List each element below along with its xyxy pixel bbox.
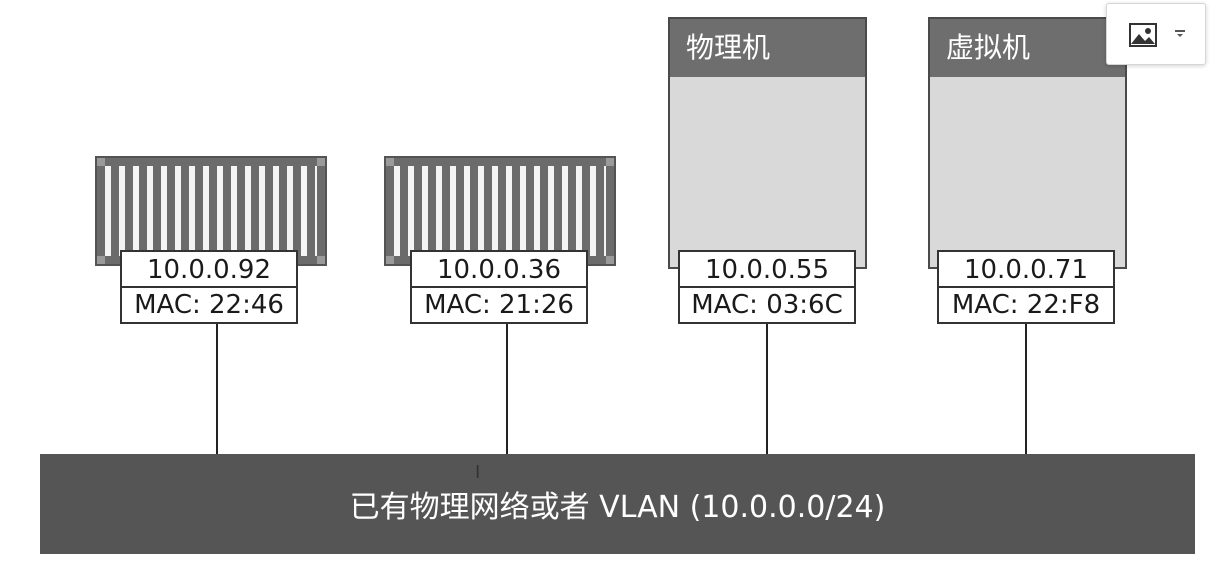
physical-machine-title: 物理机 <box>670 19 865 77</box>
network-bar: 已有物理网络或者 VLAN (10.0.0.0/24) <box>40 454 1195 554</box>
mac-address: MAC: 21:26 <box>410 286 588 324</box>
ip-address: 10.0.0.55 <box>678 250 856 288</box>
mac-address: MAC: 22:F8 <box>937 286 1115 324</box>
mac-address: MAC: 22:46 <box>120 286 298 324</box>
network-label: 已有物理网络或者 VLAN (10.0.0.0/24) <box>349 490 886 525</box>
link-line-1 <box>216 324 218 454</box>
image-toolbar[interactable] <box>1106 3 1206 65</box>
link-line-2 <box>506 324 508 454</box>
link-line-3 <box>766 324 768 454</box>
mac-address: MAC: 03:6C <box>678 286 856 324</box>
virtual-machine-title: 虚拟机 <box>930 19 1125 77</box>
virtual-machine: 虚拟机 <box>928 17 1127 269</box>
ip-address: 10.0.0.36 <box>410 250 588 288</box>
address-label-1: 10.0.0.92 MAC: 22:46 <box>120 250 298 324</box>
caret-down-icon[interactable] <box>1174 30 1186 38</box>
text-cursor-icon: I <box>475 462 481 483</box>
container-1 <box>95 156 327 266</box>
address-label-3: 10.0.0.55 MAC: 03:6C <box>678 250 856 324</box>
image-icon[interactable] <box>1129 23 1157 47</box>
ip-address: 10.0.0.71 <box>937 250 1115 288</box>
link-line-4 <box>1025 324 1027 454</box>
physical-machine: 物理机 <box>668 17 867 269</box>
address-label-4: 10.0.0.71 MAC: 22:F8 <box>937 250 1115 324</box>
ip-address: 10.0.0.92 <box>120 250 298 288</box>
address-label-2: 10.0.0.36 MAC: 21:26 <box>410 250 588 324</box>
